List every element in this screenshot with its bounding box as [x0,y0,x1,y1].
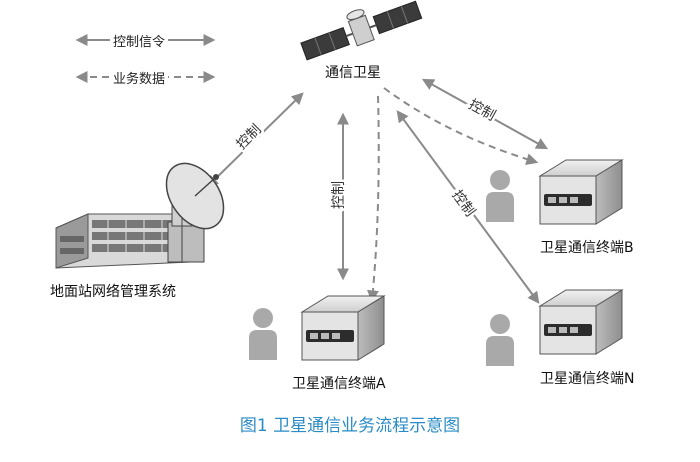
person-a-icon [249,308,277,360]
ground-station-icon [55,213,191,269]
ground-station-label: 地面站网络管理系统 [50,284,176,300]
satellite-label: 通信卫星 [325,65,381,81]
person-n-icon [486,314,514,366]
figure-caption: 图1 卫星通信业务流程示意图 [239,416,461,436]
link-label-satellite-a: 控制 [331,181,347,209]
legend-data-label: 业务数据 [110,68,169,87]
link-satellite-n-control [396,110,540,304]
link-label-ground-satellite: 控制 [234,122,265,153]
terminal-n-label: 卫星通信终端N [540,371,635,387]
terminal-n-device-icon [538,289,624,355]
terminal-a-label: 卫星通信终端A [292,376,386,392]
person-b-icon [486,170,514,222]
link-label-satellite-b: 控制 [466,97,498,125]
satellite-icon [300,0,423,61]
dish-antenna-icon [165,162,225,263]
link-ground-satellite [206,92,304,188]
legend-control-label: 控制信令 [110,31,169,50]
terminal-b-device-icon [538,159,624,225]
terminal-b-label: 卫星通信终端B [540,240,634,256]
terminal-a-device-icon [300,295,386,361]
link-satellite-a-data [366,95,380,303]
